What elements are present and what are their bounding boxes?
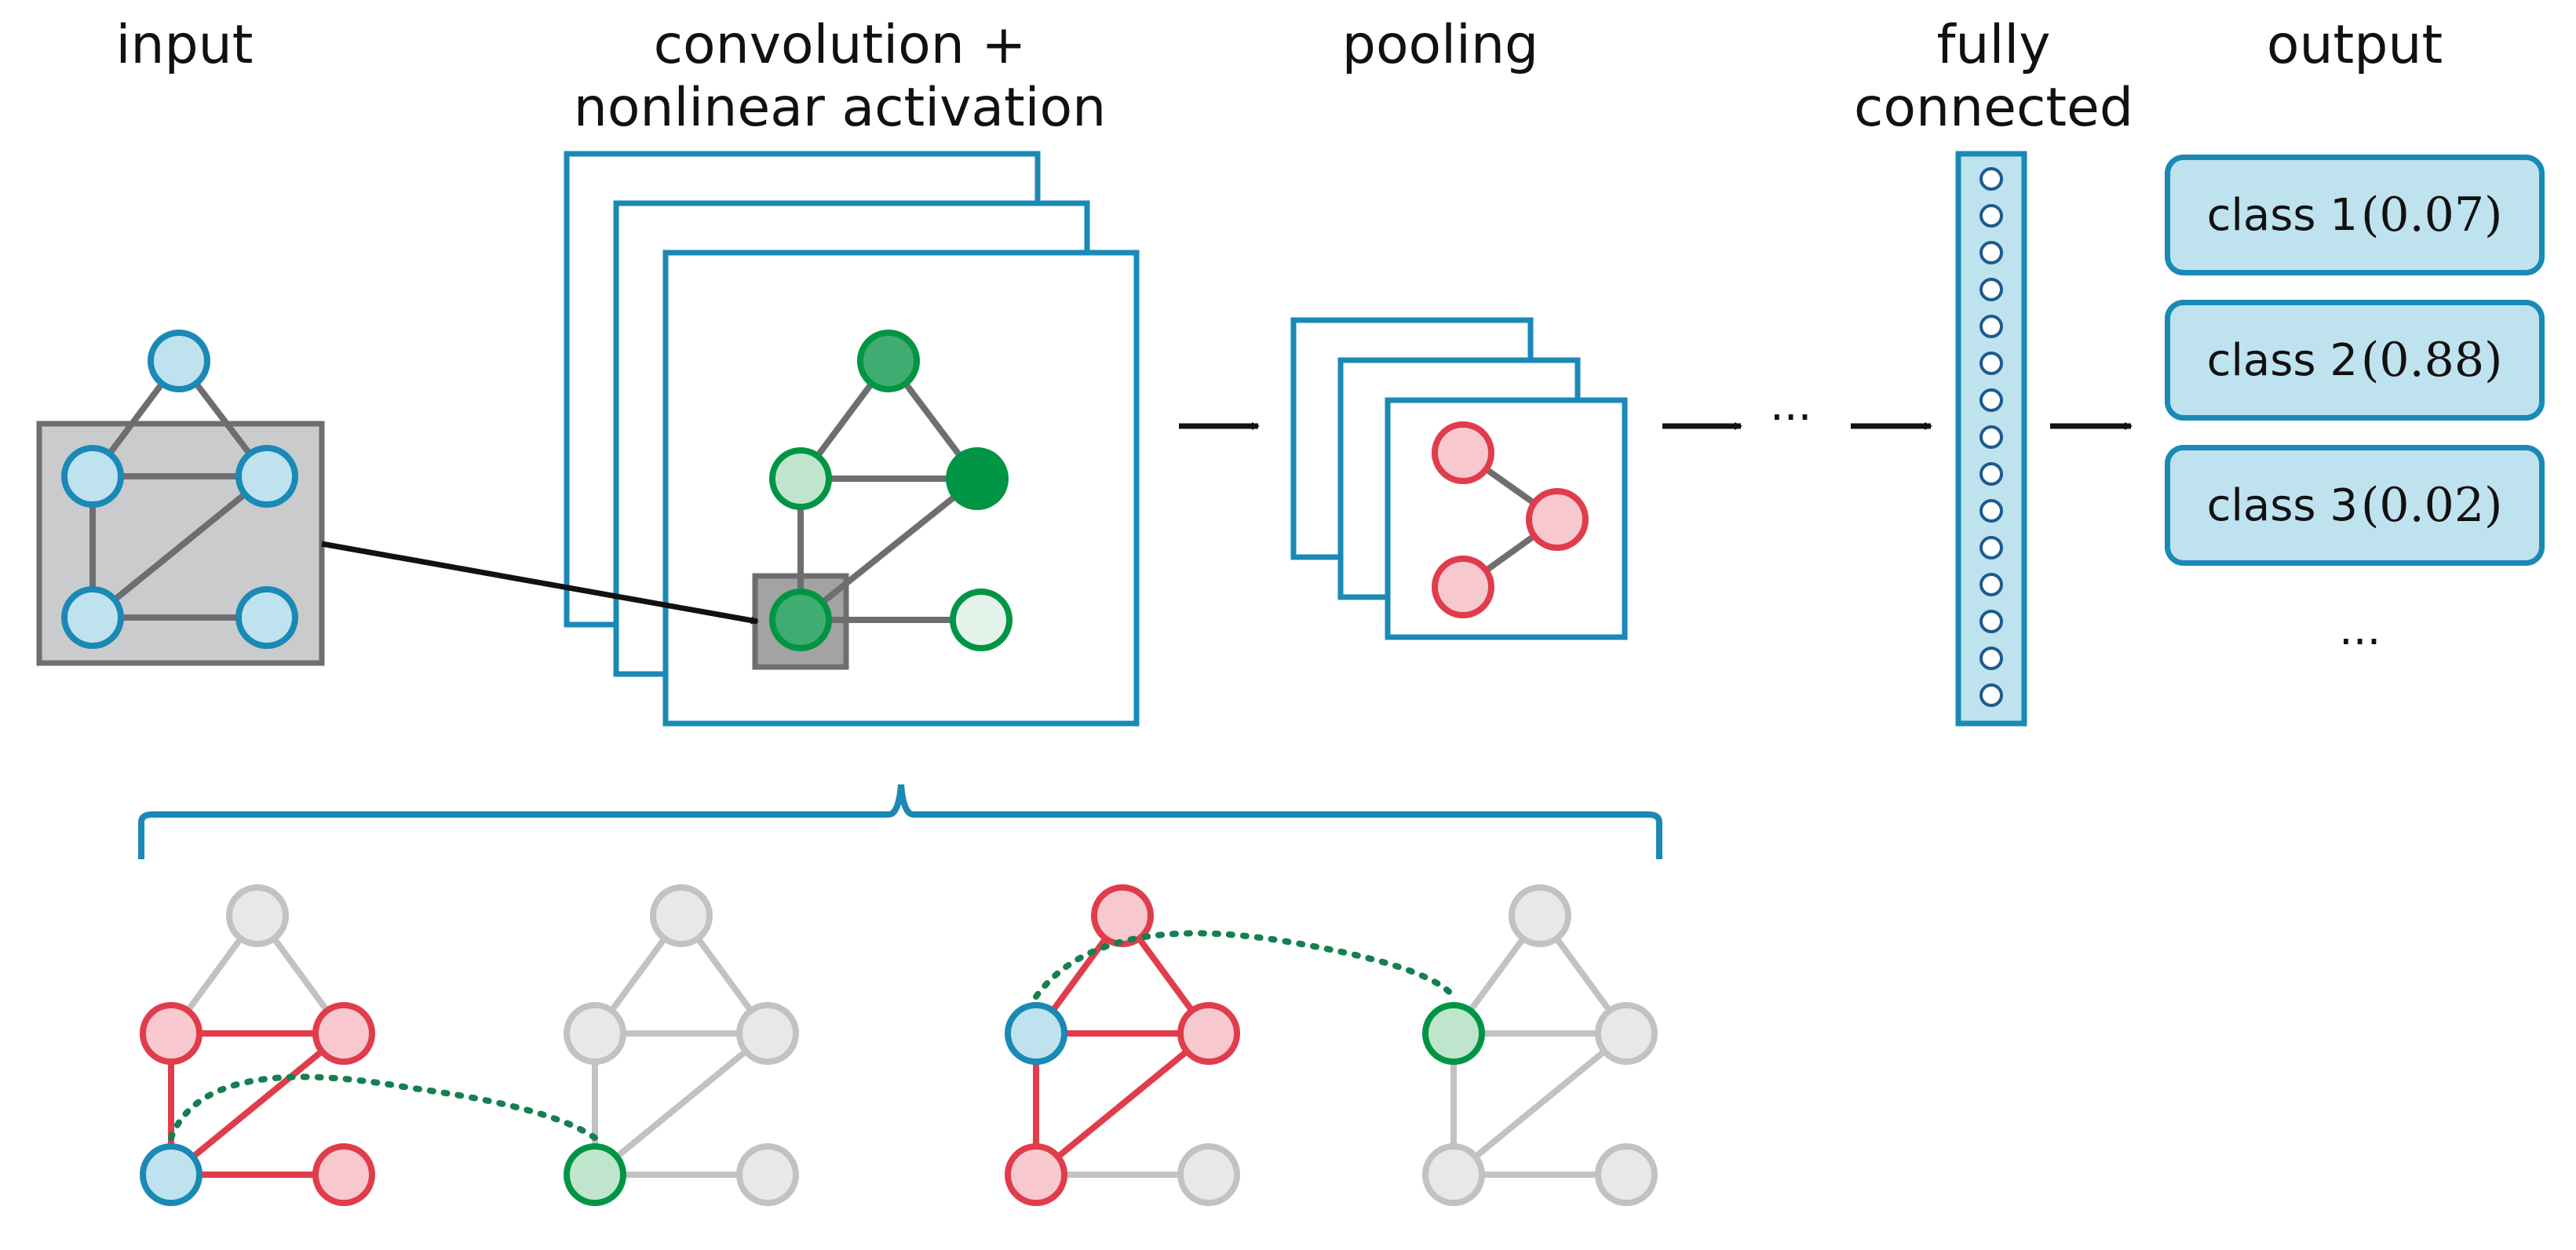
fc-neuron [1979, 536, 2003, 559]
detail-edge [593, 1030, 770, 1178]
detail-node [1177, 1143, 1240, 1206]
pool-feature-map-front [1385, 397, 1628, 640]
input-to-conv-arrow [321, 541, 759, 625]
stage-title-convolution-line1: convolution + [653, 14, 1027, 76]
detail-panels [140, 884, 1658, 1206]
detail-graph-1 [140, 884, 375, 1206]
detail-node [1422, 1002, 1485, 1065]
fc-neuron [1979, 315, 2003, 338]
detail-edge [169, 1030, 346, 1178]
class-1-label: class 1 [2206, 189, 2359, 241]
input-graph [36, 330, 325, 666]
input-node [148, 330, 210, 392]
fc-neuron [1979, 388, 2003, 412]
stage-title-convolution: convolution + nonlinear activation [565, 14, 1115, 140]
fc-neuron [1979, 610, 2003, 633]
class-3-label: class 3 [2206, 479, 2359, 531]
pool-node [1432, 421, 1494, 484]
conv-node [950, 589, 1013, 651]
output-class-2: class 2 (0.88) [2165, 300, 2545, 421]
output-class-3: class 3 (0.02) [2165, 445, 2545, 566]
input-node [235, 586, 298, 649]
conv-graph [752, 330, 1013, 670]
class-2-label: class 2 [2206, 334, 2359, 386]
input-node [61, 445, 124, 508]
flow-ellipsis: ··· [1770, 392, 1812, 443]
detail-node [564, 1143, 626, 1206]
detail-node [1422, 1143, 1485, 1206]
detail-graph-2 [564, 884, 799, 1206]
class-1-probability: (0.07) [2361, 188, 2503, 242]
fc-neuron [1979, 425, 2003, 449]
detail-node [650, 884, 713, 947]
stage-title-fully-connected-line1: fully [1936, 14, 2051, 76]
stage-title-input: input [115, 14, 254, 76]
conv-edge [798, 476, 980, 623]
conv-node [769, 589, 832, 651]
detail-node [564, 1002, 626, 1065]
pool-graph [1432, 421, 1589, 618]
detail-node [1005, 1143, 1067, 1206]
input-edge [90, 473, 269, 621]
stage-title-fully-connected-line2: connected [1853, 77, 2134, 139]
pool-node [1432, 556, 1494, 618]
fc-neuron [1979, 683, 2003, 707]
dotted-link-2 [1033, 930, 1457, 1000]
conv-node [946, 447, 1009, 510]
fully-connected-layer [1955, 151, 2027, 727]
fc-neuron [1979, 204, 2003, 228]
detail-node [1509, 884, 1571, 947]
fc-neuron [1979, 167, 2003, 191]
detail-edge [1451, 1030, 1629, 1178]
detail-node [226, 884, 289, 947]
class-3-probability: (0.02) [2361, 478, 2503, 533]
fc-neuron [1979, 241, 2003, 264]
detail-node [1595, 1002, 1658, 1065]
detail-node [312, 1002, 375, 1065]
fc-neuron [1979, 499, 2003, 523]
detail-edge [1034, 1030, 1211, 1178]
fc-neuron [1979, 278, 2003, 301]
stage-title-output: output [2266, 14, 2443, 76]
dotted-link-1 [168, 1073, 598, 1141]
output-ellipsis: ... [2339, 604, 2381, 655]
conv-node [857, 330, 920, 392]
detail-node [140, 1002, 203, 1065]
input-node [235, 445, 298, 508]
input-node [61, 586, 124, 649]
detail-node [1005, 1002, 1067, 1065]
stage-title-pooling: pooling [1341, 14, 1539, 76]
stage-title-fully-connected: fully connected [1829, 14, 2158, 140]
detail-node [312, 1143, 375, 1206]
output-class-1: class 1 (0.07) [2165, 155, 2545, 275]
conv-feature-map-front [662, 250, 1140, 727]
detail-brace [138, 784, 1662, 859]
detail-node [736, 1143, 799, 1206]
detail-node [736, 1002, 799, 1065]
detail-node [140, 1143, 203, 1206]
conv-node [769, 447, 832, 510]
class-2-probability: (0.88) [2361, 333, 2503, 388]
detail-node [1595, 1143, 1658, 1206]
detail-graph-4 [1422, 884, 1658, 1206]
fc-neuron [1979, 352, 2003, 375]
convolution-stack [564, 151, 1140, 727]
pool-node [1526, 488, 1589, 551]
detail-node [1177, 1002, 1240, 1065]
fc-neuron [1979, 462, 2003, 486]
stage-title-convolution-line2: nonlinear activation [573, 77, 1107, 139]
fc-neuron [1979, 647, 2003, 670]
fc-neuron [1979, 573, 2003, 596]
